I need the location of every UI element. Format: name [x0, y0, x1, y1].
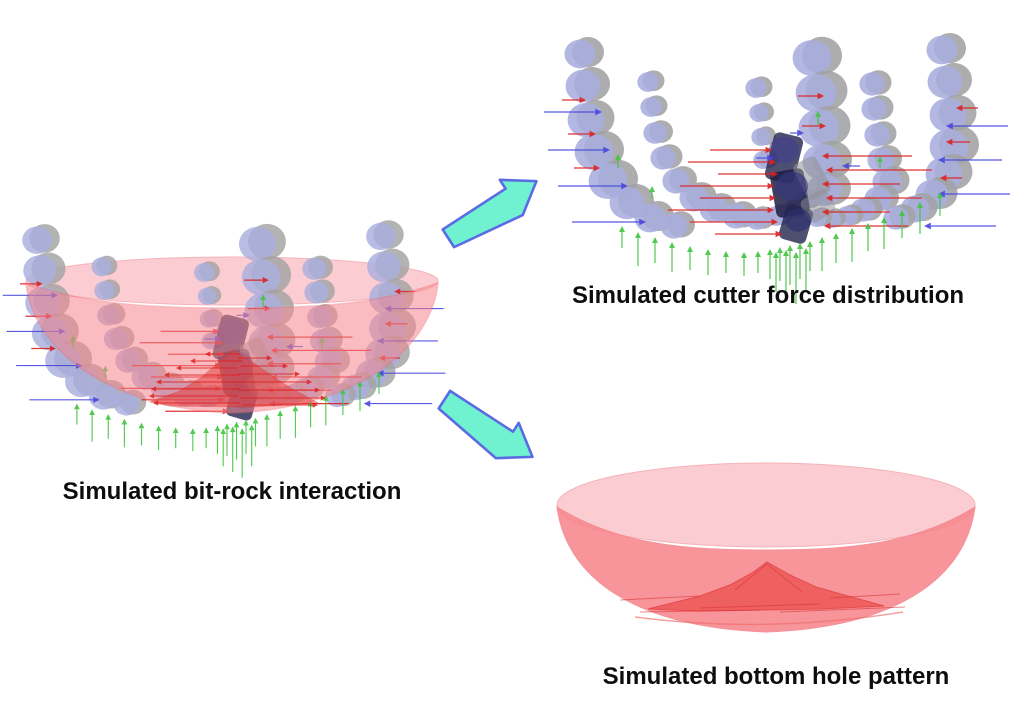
bottom-hole-label: Simulated bottom hole pattern — [602, 663, 950, 690]
bit-rock-figure — [2, 220, 446, 478]
cutter-force-figure — [544, 33, 1010, 304]
flow-arrow-up-right-icon — [441, 178, 538, 249]
bottom-hole-figure — [556, 462, 976, 633]
cutter-force-label: Simulated cutter force distribution — [571, 282, 965, 309]
flow-arrow-down-right-icon — [437, 389, 534, 460]
bit-rock-label: Simulated bit-rock interaction — [62, 478, 402, 505]
